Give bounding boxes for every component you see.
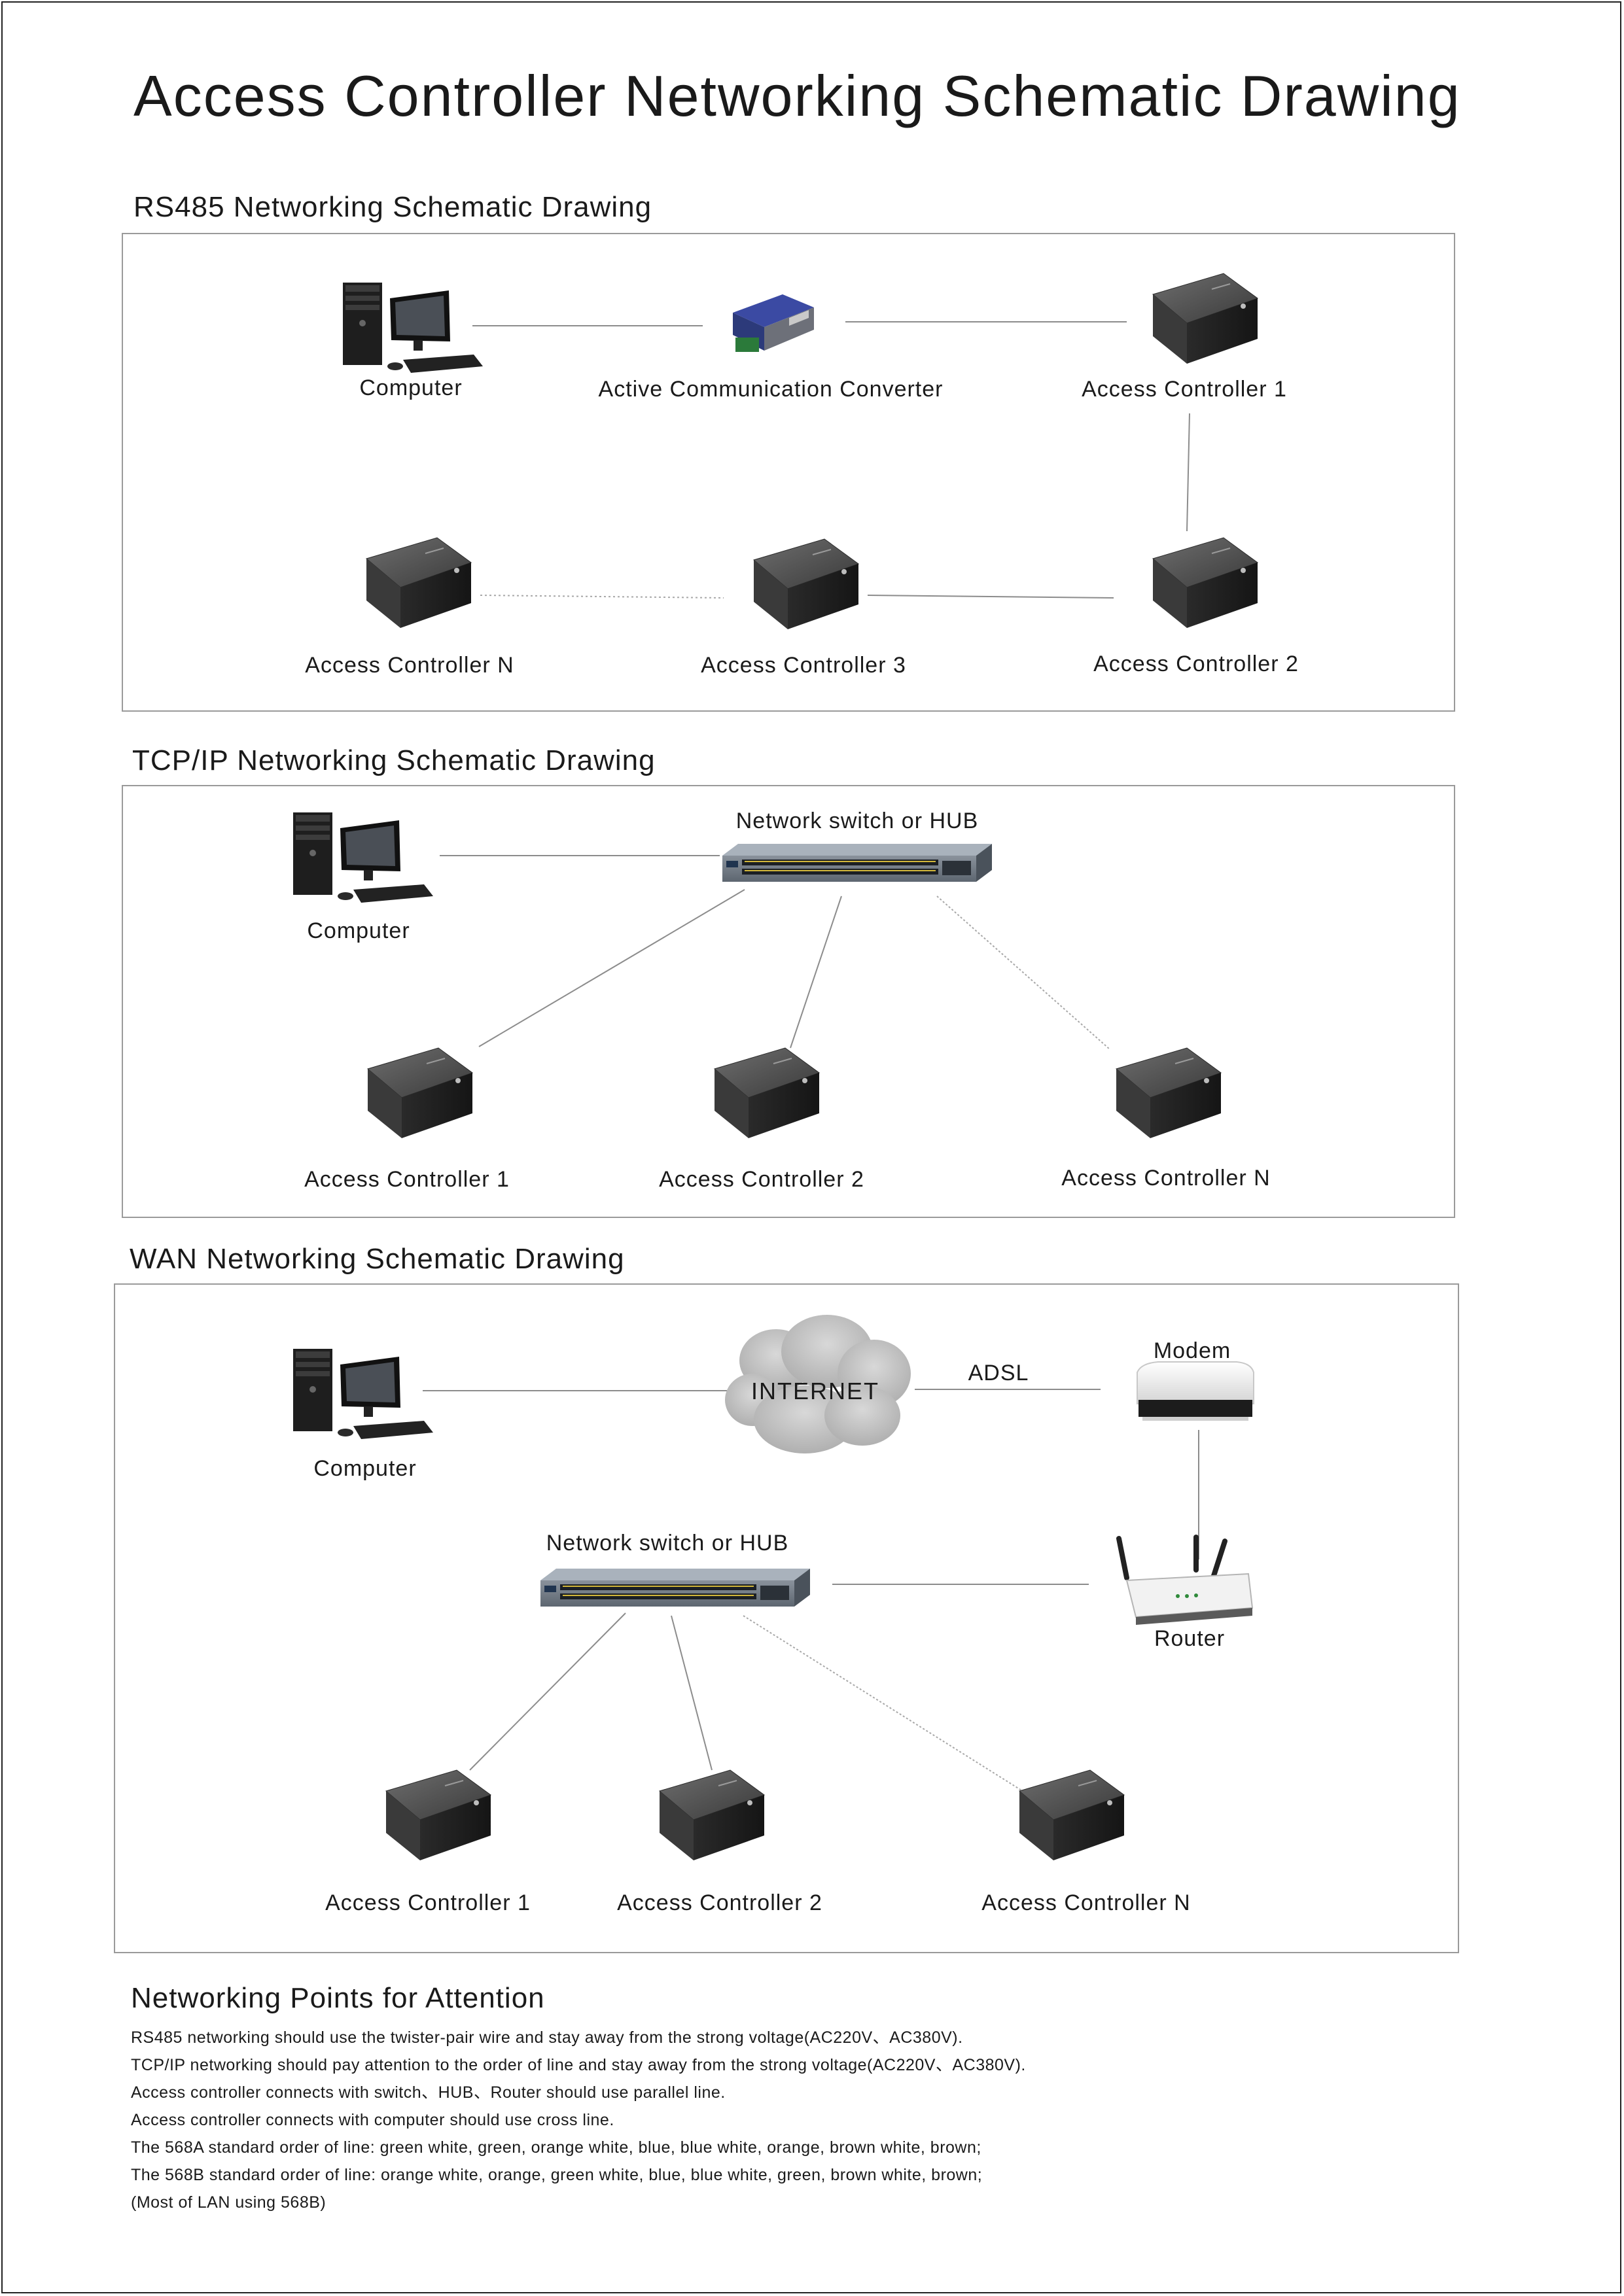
note-line: The 568B standard order of line: orange … (131, 2166, 983, 2184)
rs485-ac3-icon (753, 538, 859, 630)
internet-cloud-icon (725, 1315, 911, 1453)
rs485-converter-icon (733, 294, 814, 352)
rs485-heading: RS485 Networking Schematic Drawing (133, 191, 652, 223)
wan-computer-label: Computer (313, 1456, 417, 1481)
wan-ac1-label: Access Controller 1 (325, 1890, 531, 1915)
tcpip-ac2-icon (714, 1047, 820, 1139)
tcpip-links (440, 855, 1110, 1050)
tcpip-computer-label: Computer (307, 918, 410, 943)
wan-ac1-icon (385, 1769, 491, 1861)
wan-ac2-icon (659, 1769, 765, 1861)
internet-label: INTERNET (751, 1378, 879, 1404)
notes-list: RS485 networking should use the twister-… (131, 2024, 1026, 2216)
wan-heading: WAN Networking Schematic Drawing (130, 1243, 625, 1275)
rs485-computer-label: Computer (359, 375, 463, 400)
rs485-acn-label: Access Controller N (305, 653, 514, 678)
wan-switch-icon (540, 1569, 810, 1607)
rs485-ac1-icon (1152, 273, 1258, 364)
note-line: Access controller connects with computer… (131, 2111, 614, 2129)
wan-switch-label: Network switch or HUB (546, 1531, 789, 1556)
rs485-computer-icon (343, 283, 483, 373)
adsl-label: ADSL (968, 1361, 1029, 1385)
wan-acn-icon (1019, 1769, 1125, 1861)
note-line: (Most of LAN using 568B) (131, 2193, 327, 2212)
router-label: Router (1154, 1626, 1226, 1651)
wan-acn-label: Access Controller N (981, 1890, 1191, 1915)
wan-section-box (114, 1283, 1459, 1953)
tcpip-switch-icon (722, 844, 992, 882)
rs485-acn-icon (366, 537, 472, 629)
note-line: The 568A standard order of line: green w… (131, 2138, 981, 2157)
note-line: RS485 networking should use the twister-… (131, 2028, 963, 2047)
tcpip-acn-label: Access Controller N (1061, 1166, 1271, 1191)
wan-ac2-label: Access Controller 2 (617, 1890, 822, 1915)
rs485-converter-label: Active Communication Converter (598, 377, 944, 402)
rs485-ac2-icon (1152, 537, 1258, 629)
tcpip-switch-label: Network switch or HUB (735, 809, 979, 833)
rs485-section-box (122, 233, 1455, 712)
rs485-ac2-label: Access Controller 2 (1093, 652, 1299, 676)
notes-heading: Networking Points for Attention (131, 1982, 545, 2014)
note-line: Access controller connects with switch、H… (131, 2083, 726, 2102)
tcpip-ac2-label: Access Controller 2 (659, 1167, 864, 1192)
note-line: TCP/IP networking should pay attention t… (131, 2056, 1026, 2074)
router-icon (1116, 1535, 1254, 1625)
tcpip-ac1-label: Access Controller 1 (304, 1167, 510, 1192)
modem-icon (1137, 1361, 1254, 1421)
modem-label: Modem (1153, 1338, 1231, 1363)
rs485-ac3-label: Access Controller 3 (701, 653, 906, 678)
rs485-links (472, 321, 1190, 599)
tcpip-heading: TCP/IP Networking Schematic Drawing (132, 744, 656, 776)
wan-computer-icon (293, 1349, 433, 1439)
page-title: Access Controller Networking Schematic D… (133, 63, 1461, 128)
tcpip-acn-icon (1116, 1047, 1222, 1139)
rs485-ac1-label: Access Controller 1 (1082, 377, 1287, 402)
tcpip-ac1-icon (367, 1047, 473, 1139)
tcpip-section-box (122, 785, 1455, 1218)
tcpip-computer-icon (293, 812, 433, 903)
